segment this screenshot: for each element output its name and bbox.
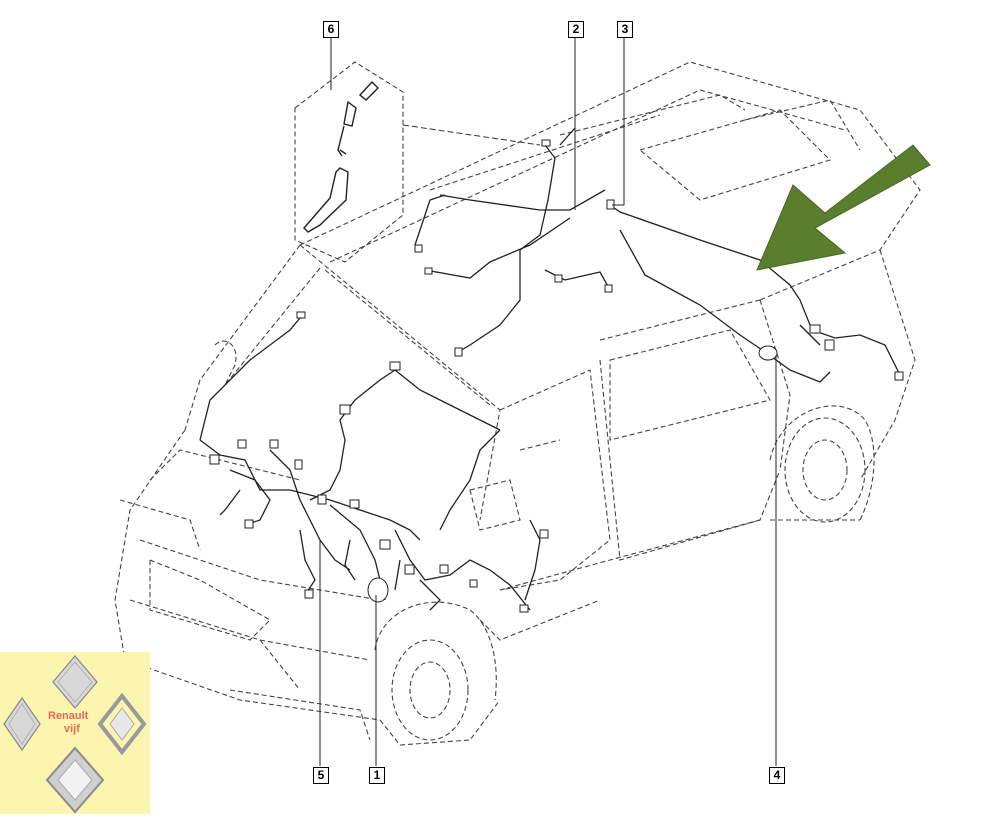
renault-watermark: Renault vijf [0, 652, 150, 814]
callout-5: 5 [313, 767, 329, 784]
callout-6: 6 [323, 21, 339, 38]
callout-2: 2 [568, 21, 584, 38]
renault-diamond-logos [3, 655, 147, 814]
leader-lines [319, 37, 777, 766]
connectors [209, 139, 904, 613]
callout-4: 4 [769, 767, 785, 784]
watermark-text-line1: Renault [48, 710, 89, 722]
callout-3: 3 [617, 21, 633, 38]
callout-1: 1 [369, 767, 385, 784]
wiring-harness [199, 127, 901, 611]
watermark-text-line2: vijf [64, 723, 80, 735]
green-pointer-arrow [756, 144, 931, 271]
inset-box [294, 61, 541, 263]
vehicle-outline [114, 61, 921, 746]
